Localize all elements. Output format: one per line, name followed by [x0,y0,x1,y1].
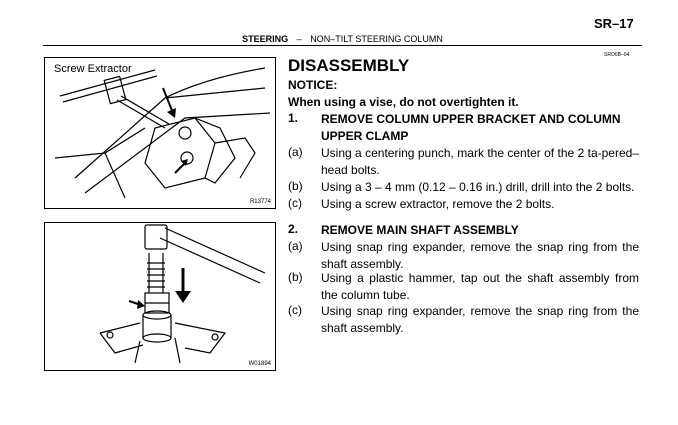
sub-text: Using a screw extractor, remove the 2 bo… [321,197,555,211]
figure-code: W01894 [248,361,271,367]
document-code: SRO6B–04 [604,52,630,58]
sub-letter: (a) [288,145,303,159]
step-number: 1. [288,111,299,125]
sub-text: Using snap ring expander, remove the sna… [321,304,639,335]
notice-text: When using a vise, do not overtighten it… [288,95,519,109]
header-rule [43,45,642,46]
sub-letter: (c) [288,303,302,317]
figure-label: Screw Extractor [54,63,132,75]
sub-text: Using a plastic hammer, tap out the shaf… [321,271,639,302]
subsection-name: NON–TILT STEERING COLUMN [310,34,443,44]
sub-letter: (a) [288,239,303,253]
sub-letter: (c) [288,196,302,210]
sub-text: Using a centering punch, mark the center… [321,146,639,177]
main-shaft-illustration [99,224,266,364]
sub-letter: (b) [288,179,303,193]
step-number: 2. [288,222,299,236]
section-name: STEERING [242,34,289,44]
sub-text: Using a 3 – 4 mm (0.12 – 0.16 in.) drill… [321,180,635,194]
notice-label: NOTICE: [288,78,338,92]
section-title: DISASSEMBLY [288,56,410,75]
figure-code: R13774 [249,199,271,205]
figure-main-shaft: W01894 [44,222,276,371]
sub-text: Using snap ring expander, remove the sna… [321,240,639,271]
page-number: SR–17 [594,16,634,31]
step-title: REMOVE MAIN SHAFT ASSEMBLY [321,223,519,237]
header-separator: – [296,34,302,44]
sub-letter: (b) [288,270,303,284]
step-title: REMOVE COLUMN UPPER BRACKET AND COLUMN U… [321,112,621,143]
figure-screw-extractor: Screw Extractor R13774 [44,57,276,209]
screw-extractor-illustration [54,67,271,199]
running-header: STEERING – NON–TILT STEERING COLUMN [43,34,642,44]
